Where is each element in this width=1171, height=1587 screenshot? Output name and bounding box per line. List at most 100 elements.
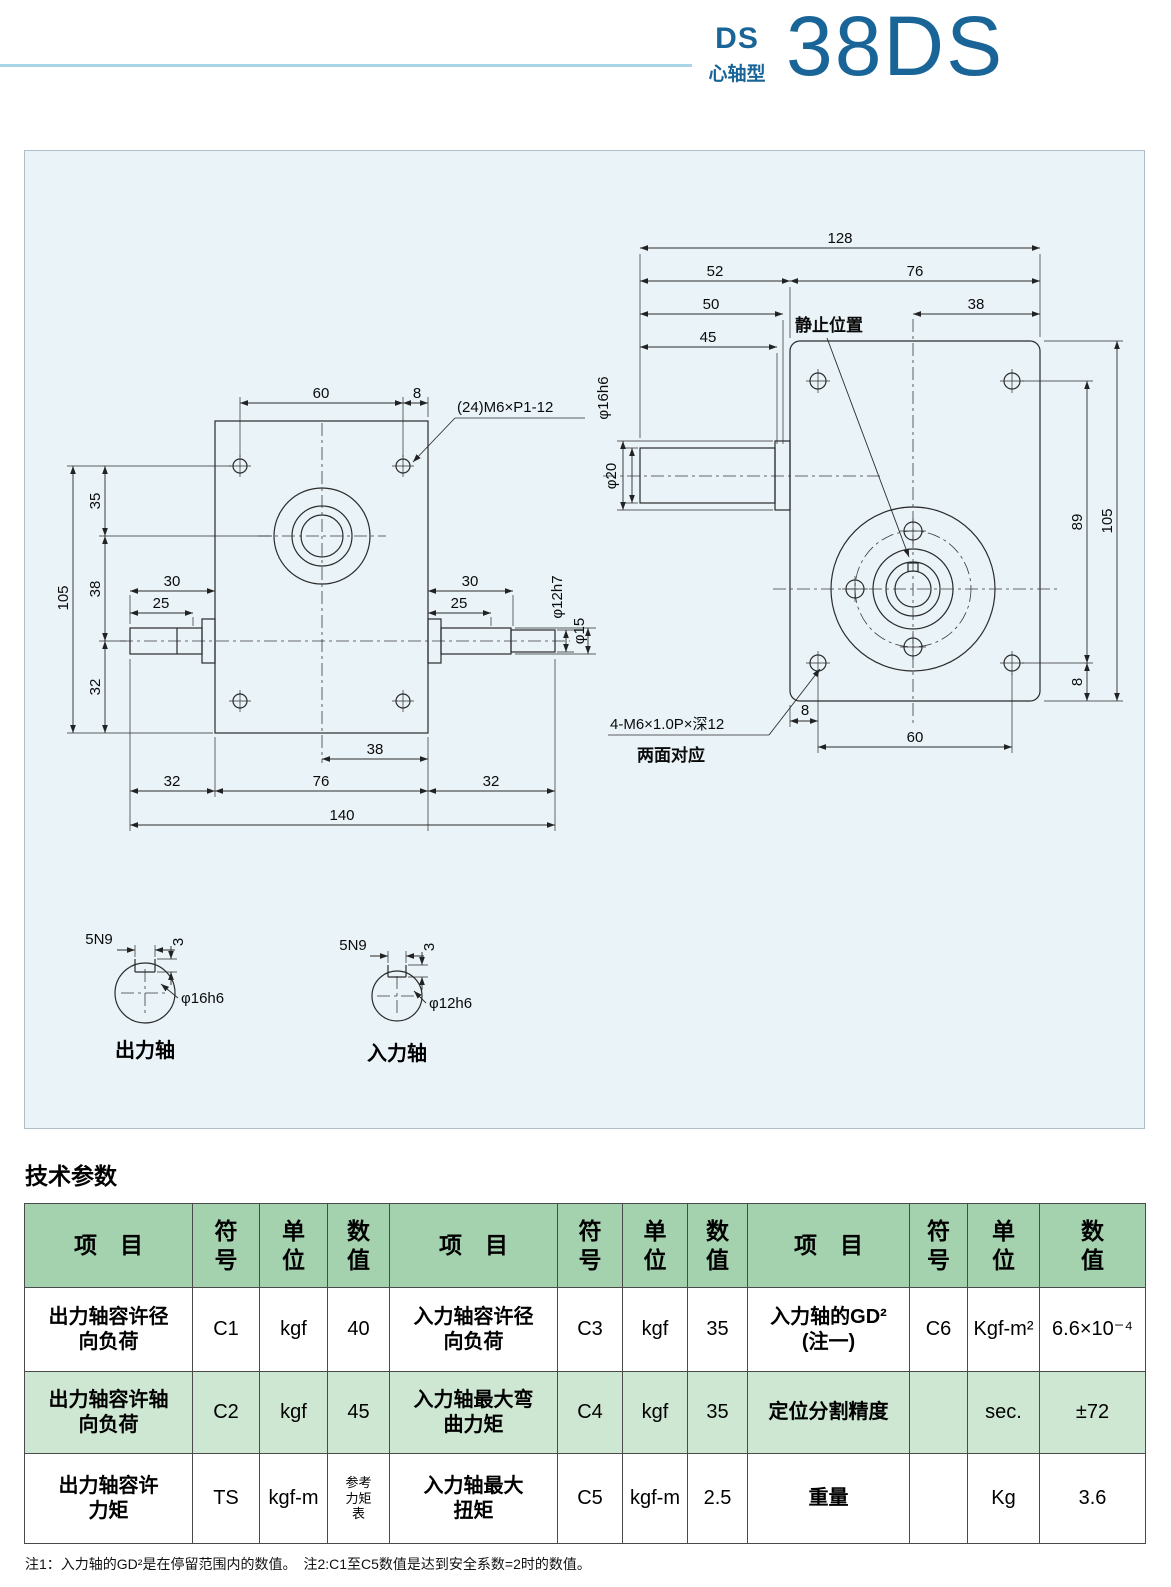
- param-symbol-cell: C1: [192, 1287, 260, 1372]
- front-view: 60 8 (24)M6×P1-12 105 35 38 32 30 25 30 …: [55, 385, 596, 831]
- param-item-cell: 入力轴的GD² (注一): [747, 1287, 910, 1372]
- param-item-cell: 入力轴最大 扭矩: [389, 1453, 558, 1544]
- front-extension-lines: [67, 397, 596, 831]
- output-shaft-diameter: φ16h6: [181, 990, 224, 1007]
- param-unit-cell: sec.: [967, 1371, 1040, 1454]
- header-item: 项 目: [389, 1203, 558, 1288]
- dim-left-35: 35: [87, 493, 104, 510]
- rest-position-label: 静止位置: [795, 315, 863, 335]
- output-keyway: [134, 959, 156, 973]
- header-value: 数 值: [687, 1203, 748, 1288]
- dim-left-38: 38: [87, 581, 104, 598]
- front-corner-bolt-holes: [229, 455, 414, 712]
- header-symbol: 符 号: [192, 1203, 260, 1288]
- dim-bottom-32a: 32: [164, 773, 181, 790]
- param-value-cell: 35: [687, 1371, 748, 1454]
- output-shaft-caption: 出力轴: [115, 1038, 175, 1062]
- param-unit-cell: kgf: [259, 1287, 328, 1372]
- dim-rshaft-30: 30: [462, 573, 479, 590]
- param-symbol-cell: [909, 1371, 968, 1454]
- input-key-depth: 3: [421, 943, 438, 951]
- dim-top-8: 8: [413, 385, 421, 402]
- param-unit-cell: kgf-m: [259, 1453, 328, 1544]
- header-value: 数 值: [1039, 1203, 1146, 1288]
- dim-bottom-38: 38: [367, 741, 384, 758]
- dim-top-38: 38: [968, 296, 985, 313]
- dim-top-76: 76: [907, 263, 924, 280]
- param-item-cell: 重量: [747, 1453, 910, 1544]
- input-shaft-caption: 入力轴: [367, 1041, 427, 1065]
- param-symbol-cell: TS: [192, 1453, 260, 1544]
- dim-bottom-32b: 32: [483, 773, 500, 790]
- dim-rshaft-25: 25: [451, 595, 468, 612]
- dim-top-50: 50: [703, 296, 720, 313]
- tap-note: 4-M6×1.0P×深12: [610, 716, 724, 733]
- series-code: DS: [715, 22, 759, 55]
- tap-note-leader: [768, 668, 821, 736]
- header-unit: 单 位: [622, 1203, 688, 1288]
- dim-dia-16h6: φ16h6: [595, 376, 612, 419]
- dim-lshaft-30: 30: [164, 573, 181, 590]
- param-unit-cell: Kgf-m²: [967, 1287, 1040, 1372]
- param-item-cell: 出力轴容许轴 向负荷: [24, 1371, 193, 1454]
- param-value-cell: 45: [327, 1371, 390, 1454]
- param-value-cell: 3.6: [1039, 1453, 1146, 1544]
- technical-drawing-panel: 60 8 (24)M6×P1-12 105 35 38 32 30 25 30 …: [24, 150, 1145, 1129]
- header-item: 项 目: [747, 1203, 910, 1288]
- param-symbol-cell: C3: [557, 1287, 623, 1372]
- param-symbol-cell: [909, 1453, 968, 1544]
- param-value-cell: 2.5: [687, 1453, 748, 1544]
- param-unit-cell: Kg: [967, 1453, 1040, 1544]
- param-value-cell: 40: [327, 1287, 390, 1372]
- technical-drawing: 60 8 (24)M6×P1-12 105 35 38 32 30 25 30 …: [55, 230, 1123, 1065]
- param-value-cell: 6.6×10⁻⁴: [1039, 1287, 1146, 1372]
- side-body-outline: [789, 340, 1041, 702]
- param-symbol-cell: C6: [909, 1287, 968, 1372]
- dim-left-105: 105: [55, 585, 72, 610]
- side-input-shaft: [639, 440, 791, 511]
- table-row: 出力轴容许轴 向负荷 C2 kgf 45 入力轴最大弯 曲力矩 C4 kgf 3…: [24, 1371, 1146, 1454]
- header-unit: 单 位: [967, 1203, 1040, 1288]
- param-symbol-cell: C2: [192, 1371, 260, 1454]
- header-symbol: 符 号: [909, 1203, 968, 1288]
- side-corner-bolt-holes: [806, 369, 1024, 675]
- front-input-shaft: [427, 618, 556, 664]
- param-value-cell: 35: [687, 1287, 748, 1372]
- dim-bottom-8: 8: [801, 702, 809, 719]
- param-item-cell: 出力轴容许径 向负荷: [24, 1287, 193, 1372]
- tap-note-both-sides: 两面对应: [637, 745, 705, 765]
- side-centerlines: [603, 319, 1057, 723]
- dim-right-89: 89: [1069, 514, 1086, 531]
- bolt-thread-note: (24)M6×P1-12: [457, 399, 553, 416]
- dim-bottom-76: 76: [313, 773, 330, 790]
- param-unit-cell: kgf: [622, 1287, 688, 1372]
- footnotes: 注1：入力轴的GD²是在停留范围内的数值。 注2:C1至C5数值是达到安全系数=…: [25, 1556, 591, 1572]
- page-header: DS 心轴型 38DS: [0, 0, 1171, 150]
- header-value: 数 值: [327, 1203, 390, 1288]
- dim-dia-20: φ20: [603, 463, 620, 489]
- parameters-table: 项 目 符 号 单 位 数 值 项 目 符 号 单 位 数 值 项 目 符 号 …: [24, 1203, 1146, 1544]
- param-item-cell: 出力轴容许 力矩: [24, 1453, 193, 1544]
- header-rule: [0, 64, 692, 67]
- output-key-depth: 3: [170, 938, 187, 946]
- param-value-cell: ±72: [1039, 1371, 1146, 1454]
- dim-top-45: 45: [700, 329, 717, 346]
- param-unit-cell: kgf: [622, 1371, 688, 1454]
- rest-position-leader: [826, 337, 910, 558]
- param-item-cell: 入力轴最大弯 曲力矩: [389, 1371, 558, 1454]
- param-item-cell: 入力轴容许径 向负荷: [389, 1287, 558, 1372]
- dim-dia-15: φ15: [571, 618, 588, 644]
- param-item-cell: 定位分割精度: [747, 1371, 910, 1454]
- dim-right-8: 8: [1069, 678, 1086, 686]
- table-header-row: 项 目 符 号 单 位 数 值 项 目 符 号 单 位 数 值 项 目 符 号 …: [24, 1203, 1146, 1288]
- model-number: 38DS: [786, 0, 1005, 93]
- dim-left-32: 32: [87, 679, 104, 696]
- table-row: 出力轴容许 力矩 TS kgf-m 参考 力矩 表 入力轴最大 扭矩 C5 kg…: [24, 1453, 1146, 1544]
- input-key-width: 5N9: [339, 937, 367, 954]
- dim-top-128: 128: [827, 230, 852, 247]
- header-unit: 单 位: [259, 1203, 328, 1288]
- bolt-note-leader: [412, 417, 456, 463]
- input-shaft-diameter: φ12h6: [429, 995, 472, 1012]
- dim-lshaft-25: 25: [153, 595, 170, 612]
- output-key-width: 5N9: [85, 931, 113, 948]
